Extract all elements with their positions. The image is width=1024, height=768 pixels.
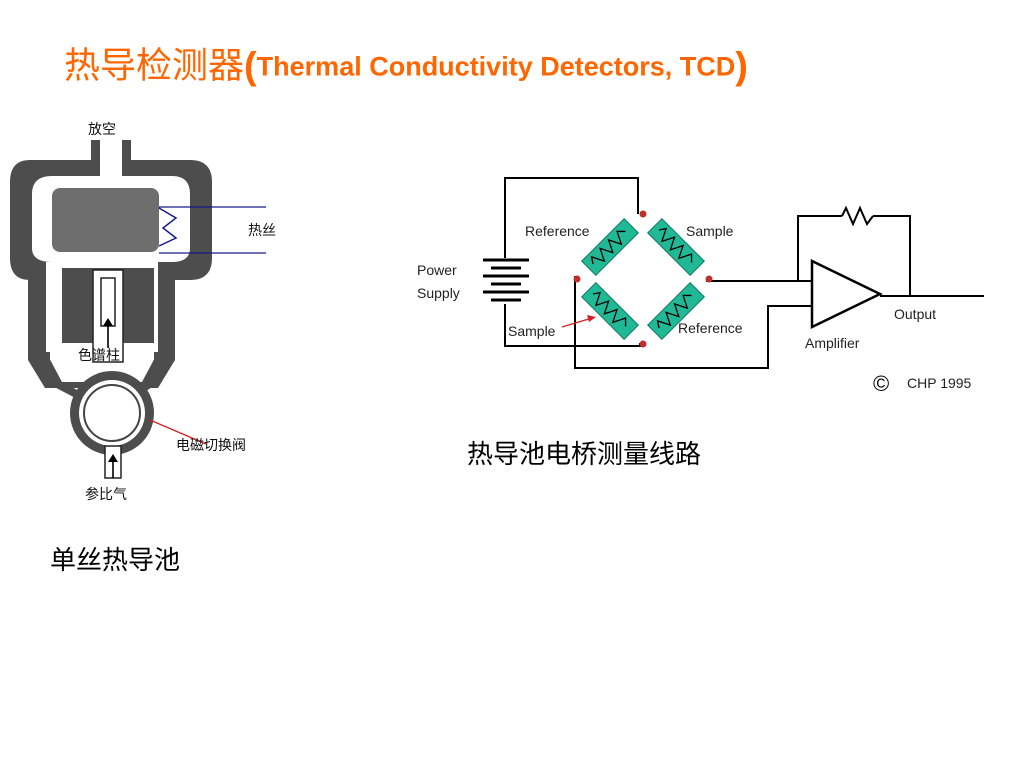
title-close-paren: ) [735,45,748,88]
power-label-line2: Supply [417,285,460,301]
amplifier-symbol [810,259,883,329]
power-label-line1: Power [417,262,457,278]
copyright-icon: © [873,371,889,396]
amplifier-label: Amplifier [805,335,860,351]
valve-pointer-line [149,419,207,445]
reference-bottom-label: Reference [678,320,743,336]
column-arrow-head [103,318,113,326]
feedback-resistor [841,205,874,227]
vent-label: 放空 [88,122,116,138]
bridge-circuit-diagram [504,177,984,369]
resistor-sample-top [647,218,705,276]
reference-top-label: Reference [525,223,590,239]
solenoid-valve-inner [83,384,141,442]
column-label: 色谱柱 [78,347,120,364]
resistor-reference-top [581,218,639,276]
node-bottom [639,340,647,348]
battery-symbol [483,258,529,302]
title-english: Thermal Conductivity Detectors, TCD [256,51,736,82]
title-chinese: 热导检测器 [64,45,245,87]
output-label: Output [894,306,936,322]
node-left [573,275,581,283]
sample-bottom-label: Sample [508,323,556,339]
cell-caption: 单丝热导池 [50,546,181,576]
filament-zigzag [158,207,178,247]
sample-top-label: Sample [686,223,734,239]
title-open-paren: ( [244,45,257,88]
valve-label: 电磁切换阀 [176,437,246,454]
copyright-text: CHP 1995 [907,375,972,391]
sample-pointer-head [587,315,596,322]
reference-arrow-head [108,454,118,462]
node-top [639,210,647,218]
wire-feedback-left [797,215,842,281]
resistor-sample-bottom [581,282,639,340]
lower-left-channel [42,352,82,400]
wire-feedback-right [873,215,911,296]
tcd-cell-diagram: 放空 热丝 色谱柱 电磁切换阀 参比气 [10,122,276,503]
filament-chamber [52,188,159,252]
node-right [705,275,713,283]
filament-label: 热丝 [248,223,276,239]
sample-pointer-line [561,317,593,328]
bridge-caption: 热导池电桥测量线路 [467,440,702,470]
wire-top [504,177,639,258]
bridge-resistors [573,210,713,348]
page-title: 热导检测器(Thermal Conductivity Detectors, TC… [64,36,748,96]
resistor-reference-bottom [647,282,705,340]
wire-left-node [574,276,812,369]
reference-gas-label: 参比气 [85,486,127,503]
